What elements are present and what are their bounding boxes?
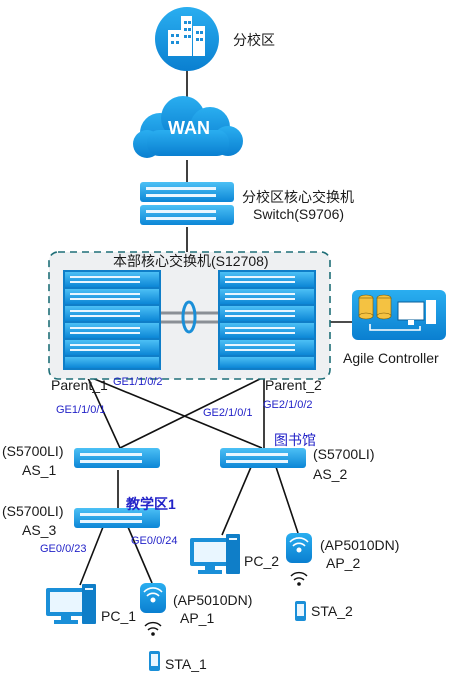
controller-label: Agile Controller xyxy=(343,350,439,366)
ap2-name: AP_2 xyxy=(326,555,361,571)
port-ge1-1-0-1: GE1/1/0/1 xyxy=(56,404,106,416)
port-ge2-1-0-2: GE2/1/0/2 xyxy=(263,399,313,411)
as1-name: AS_1 xyxy=(22,462,57,478)
branch-core-label-line1: 分校区核心交换机 xyxy=(242,189,354,205)
as3-area: 教学区1 xyxy=(126,496,176,512)
wan-cloud xyxy=(133,96,243,158)
pc2-label: PC_2 xyxy=(244,553,280,569)
wan-label: WAN xyxy=(168,118,210,138)
as1-model: (S5700LI) xyxy=(2,443,64,459)
hq-core-title: 本部核心交换机(S12708) xyxy=(113,253,269,269)
switch-as3 xyxy=(74,508,160,528)
sta1-label: STA_1 xyxy=(165,656,207,672)
switch-as2 xyxy=(220,448,306,468)
link-as2-ap2 xyxy=(275,466,299,534)
switch-as1 xyxy=(74,448,160,468)
agile-controller-icon xyxy=(352,290,446,340)
as2-area: 图书馆 xyxy=(274,432,316,448)
link-as2-pc2 xyxy=(221,466,252,536)
as2-model: (S5700LI) xyxy=(313,446,375,462)
link-as3-pc1 xyxy=(79,526,104,586)
as3-name: AS_3 xyxy=(22,522,57,538)
sta2-label: STA_2 xyxy=(311,603,353,619)
port-ge0-0-23: GE0/0/23 xyxy=(40,543,87,555)
ap2-model: (AP5010DN) xyxy=(320,537,400,553)
port-ge0-0-24: GE0/0/24 xyxy=(131,535,178,547)
branch-campus-icon xyxy=(155,7,219,71)
as2-name: AS_2 xyxy=(313,466,348,482)
ap1-model: (AP5010DN) xyxy=(173,592,253,608)
pc1-label: PC_1 xyxy=(101,608,137,624)
link-parent1-as2 xyxy=(91,377,263,449)
sta1-phone-icon xyxy=(149,651,160,671)
port-ge1-1-0-2: GE1/1/0/2 xyxy=(113,376,163,388)
parent2-label: Parent_2 xyxy=(265,377,322,393)
ap2-icon xyxy=(286,533,312,586)
branch-core-label-line2: Switch(S9706) xyxy=(253,206,345,222)
parent1-label: Parent_1 xyxy=(51,377,108,393)
link-parent1-as1 xyxy=(87,377,121,449)
link-parent2-as1 xyxy=(119,377,263,449)
pc1-icon xyxy=(46,584,96,624)
sta2-phone-icon xyxy=(295,601,306,621)
chassis-parent1 xyxy=(63,270,161,370)
chassis-parent2 xyxy=(218,270,316,370)
ap1-icon xyxy=(140,583,166,636)
branch-core-switch xyxy=(140,182,234,225)
stack-link xyxy=(161,300,218,334)
links xyxy=(79,70,352,586)
branch-campus-label: 分校区 xyxy=(233,32,275,48)
port-ge2-1-0-1: GE2/1/0/1 xyxy=(203,407,253,419)
as3-model: (S5700LI) xyxy=(2,503,64,519)
link-as3-ap1 xyxy=(127,526,153,584)
pc2-icon xyxy=(190,534,240,574)
ap1-name: AP_1 xyxy=(180,610,215,626)
